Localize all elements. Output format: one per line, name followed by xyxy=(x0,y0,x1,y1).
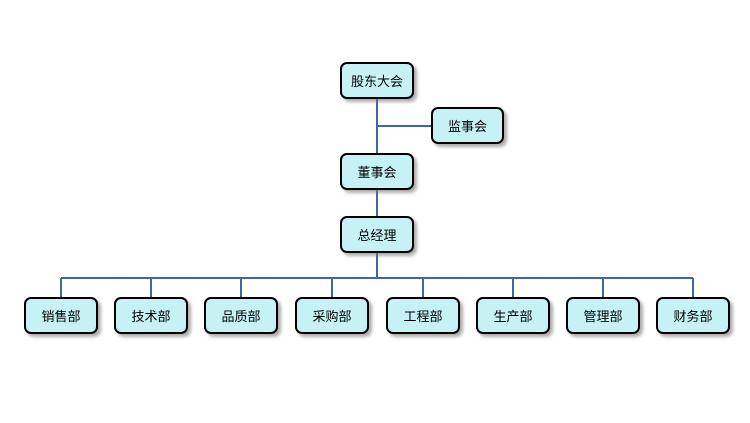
node-department-purchasing: 采购部 xyxy=(295,297,369,334)
node-label: 管理部 xyxy=(583,310,623,325)
node-shareholders-meeting: 股东大会 xyxy=(340,62,414,99)
node-label: 品质部 xyxy=(221,310,261,325)
node-department-sales: 销售部 xyxy=(24,297,98,334)
node-label: 财务部 xyxy=(673,310,713,325)
node-department-engineering: 工程部 xyxy=(386,297,460,334)
node-board-of-supervisors: 监事会 xyxy=(431,107,504,144)
node-label: 董事会 xyxy=(357,166,397,181)
node-department-finance: 财务部 xyxy=(656,297,730,334)
node-department-management: 管理部 xyxy=(566,297,640,334)
node-label: 总经理 xyxy=(357,229,397,244)
node-label: 生产部 xyxy=(493,310,533,325)
node-label: 工程部 xyxy=(403,310,443,325)
node-label: 监事会 xyxy=(447,120,487,135)
node-general-manager: 总经理 xyxy=(340,216,414,253)
node-label: 技术部 xyxy=(131,310,171,325)
node-department-technical: 技术部 xyxy=(114,297,188,334)
node-department-quality: 品质部 xyxy=(204,297,278,334)
node-department-production: 生产部 xyxy=(476,297,550,334)
node-label: 股东大会 xyxy=(350,75,403,90)
node-label: 销售部 xyxy=(41,310,81,325)
node-board-of-directors: 董事会 xyxy=(340,153,414,190)
node-label: 采购部 xyxy=(312,310,352,325)
